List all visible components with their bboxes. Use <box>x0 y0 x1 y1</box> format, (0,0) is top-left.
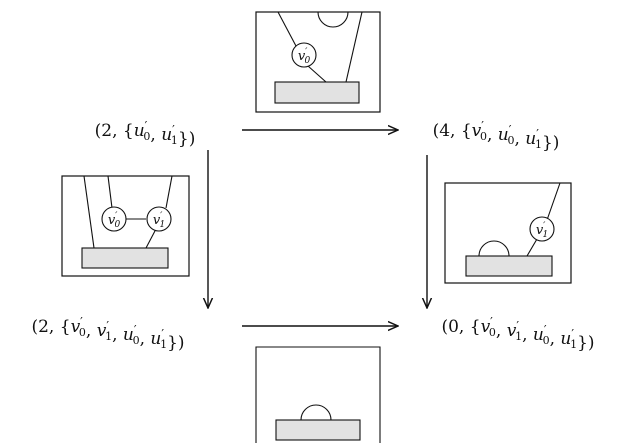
right-node-v1-label: v′1 <box>536 221 548 240</box>
left-node-v0-label: v′0 <box>108 211 121 230</box>
bottom-picture <box>255 346 381 443</box>
left-node-v0 <box>101 206 127 232</box>
left-picture: v′0 v′1 <box>61 175 190 277</box>
right-picture: v′1 <box>444 182 572 284</box>
top-node-v0 <box>291 42 317 68</box>
bottom-picture-frame <box>255 346 381 443</box>
right-edge-b <box>526 238 538 257</box>
left-bar <box>81 247 169 269</box>
top-bar <box>274 81 360 104</box>
state-label-bottom-right: (0, {v′0, v′1, u′0, u′1}) <box>441 315 594 353</box>
left-edge-a <box>83 175 95 249</box>
right-dome <box>478 240 510 257</box>
top-dome <box>317 11 349 28</box>
bottom-bar <box>275 419 361 441</box>
left-edge-d <box>145 228 157 249</box>
top-picture: v′0 <box>255 11 381 113</box>
top-node-v0-label: v′0 <box>298 47 311 66</box>
left-edge-b <box>107 175 113 209</box>
bottom-dome <box>300 404 332 421</box>
left-edge-c <box>165 175 173 209</box>
state-label-bottom-left: (2, {v′0, v′1, u′0, u′1}) <box>31 315 184 353</box>
state-label-top-right: (4, {v′0, u′0, u′1}) <box>433 119 560 153</box>
top-edge-c <box>307 65 327 83</box>
left-node-v1-label: v′1 <box>153 211 165 230</box>
state-label-top-left: (2, {u′0, u′1}) <box>95 119 196 149</box>
top-edge-a <box>277 11 297 47</box>
left-node-v1 <box>146 206 172 232</box>
right-edge-a <box>546 182 561 221</box>
right-node-v1 <box>529 216 555 242</box>
top-edge-b <box>345 11 363 83</box>
right-bar <box>465 255 553 277</box>
